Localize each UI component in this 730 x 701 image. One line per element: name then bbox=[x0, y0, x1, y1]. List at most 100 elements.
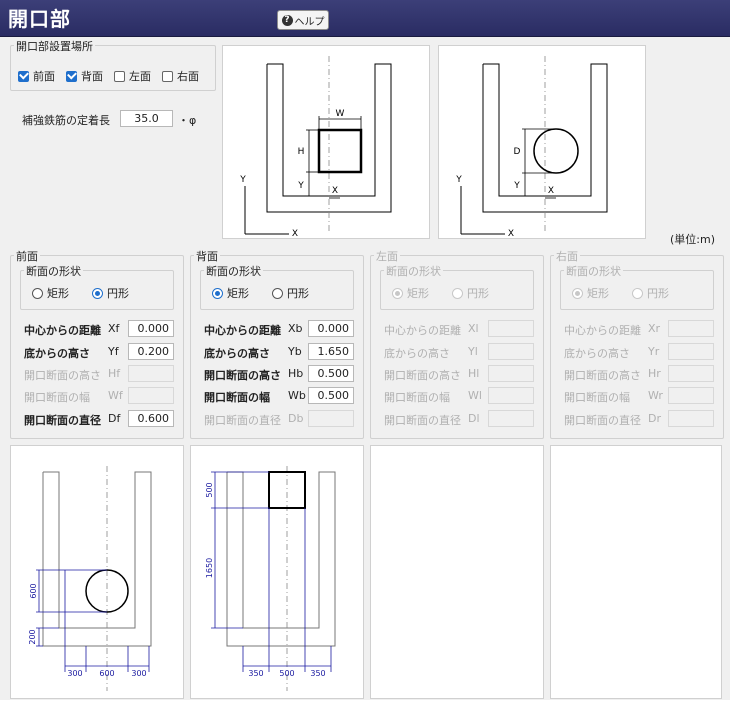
face-front-row-2-input bbox=[128, 365, 174, 382]
radio-label: 矩形 bbox=[407, 287, 429, 300]
radio-label: 矩形 bbox=[587, 287, 609, 300]
face-front-shape-group bbox=[20, 270, 174, 310]
dim-x1: 350 bbox=[248, 669, 263, 678]
face-back-row-1-input[interactable]: 1.650 bbox=[308, 343, 354, 360]
face-back-row-3-suffix: Wb bbox=[288, 389, 306, 402]
radio-icon bbox=[272, 287, 283, 299]
face-right-row-0-input bbox=[668, 320, 714, 337]
face-back-row-2-suffix: Hb bbox=[288, 367, 304, 380]
rect-opening-diagram: W H Y X Y X bbox=[239, 56, 392, 239]
dim-d: D bbox=[514, 147, 521, 157]
dim-y: 1650 bbox=[205, 558, 214, 578]
anchorage-label: 補強鉄筋の定着長 bbox=[22, 114, 110, 127]
face-left-group bbox=[370, 255, 544, 439]
face-left-row-1-suffix: Yl bbox=[468, 345, 478, 358]
face-back-row-1-suffix: Yb bbox=[288, 345, 302, 358]
check-icon bbox=[18, 70, 29, 82]
preview-left-panel bbox=[370, 445, 544, 699]
face-left-row-1-label: 底からの高さ bbox=[384, 347, 450, 360]
face-left-row-1-input bbox=[488, 343, 534, 360]
face-left-row-4-label: 開口断面の直径 bbox=[384, 414, 461, 427]
face-right-shape-title: 断面の形状 bbox=[564, 263, 623, 279]
radio-label: 矩形 bbox=[47, 287, 69, 300]
face-right-row-3-label: 開口断面の幅 bbox=[564, 391, 630, 404]
face-back-row-2-label: 開口断面の高さ bbox=[204, 369, 281, 382]
radio-icon bbox=[392, 287, 403, 299]
face-front-row-4-input[interactable]: 0.600 bbox=[128, 410, 174, 427]
face-front-row-4-suffix: Df bbox=[108, 412, 121, 425]
preview-back-diagram: 350 500 350 500 1650 bbox=[205, 466, 336, 691]
axis-y: Y bbox=[455, 175, 462, 185]
face-front-row-0-input[interactable]: 0.000 bbox=[128, 320, 174, 337]
face-back-row-2-input[interactable]: 0.500 bbox=[308, 365, 354, 382]
face-left-title: 左面 bbox=[374, 248, 400, 264]
checkbox-right[interactable]: 右面 bbox=[162, 68, 199, 84]
face-left-row-3-label: 開口断面の幅 bbox=[384, 391, 450, 404]
dim-y: Y bbox=[513, 181, 520, 191]
checkbox-right-label: 右面 bbox=[177, 70, 199, 83]
question-icon: ? bbox=[281, 14, 293, 26]
dim-w: W bbox=[336, 109, 345, 119]
face-back-radio-circle[interactable]: 円形 bbox=[272, 285, 309, 301]
radio-label: 円形 bbox=[467, 287, 489, 300]
face-right-title: 右面 bbox=[554, 248, 580, 264]
face-left-row-2-input bbox=[488, 365, 534, 382]
face-back-radio-rect[interactable]: 矩形 bbox=[212, 285, 249, 301]
face-left-row-0-suffix: Xl bbox=[468, 322, 479, 335]
radio-icon bbox=[32, 287, 43, 299]
face-front-row-2-suffix: Hf bbox=[108, 367, 121, 380]
dialog-body: 開口部設置場所 前面 背面 左面 右面 補強鉄筋の定着長 35.0 ・φ W bbox=[0, 37, 730, 700]
checkbox-front[interactable]: 前面 bbox=[18, 68, 55, 84]
face-back-row-4-input bbox=[308, 410, 354, 427]
face-front-row-1-suffix: Yf bbox=[108, 345, 119, 358]
face-back-row-4-label: 開口断面の直径 bbox=[204, 414, 281, 427]
radio-icon bbox=[452, 287, 463, 299]
face-right-row-4-suffix: Dr bbox=[648, 412, 661, 425]
face-right-row-3-input bbox=[668, 387, 714, 404]
axis-y: Y bbox=[239, 175, 246, 185]
checkbox-empty-icon bbox=[162, 70, 173, 82]
face-front-row-3-label: 開口断面の幅 bbox=[24, 391, 90, 404]
face-front-title: 前面 bbox=[14, 248, 40, 264]
dim-h: 500 bbox=[205, 482, 214, 497]
face-front-row-3-input bbox=[128, 387, 174, 404]
anchorage-unit: ・φ bbox=[178, 114, 197, 127]
face-back-row-1-label: 底からの高さ bbox=[204, 347, 270, 360]
checkbox-back-label: 背面 bbox=[81, 70, 103, 83]
title-bar: 開口部 ? ヘルプ bbox=[0, 0, 730, 37]
face-front-radio-circle[interactable]: 円形 bbox=[92, 285, 129, 301]
help-button[interactable]: ? ヘルプ bbox=[277, 10, 329, 30]
checkbox-left[interactable]: 左面 bbox=[114, 68, 151, 84]
window-title: 開口部 bbox=[8, 7, 71, 31]
preview-back-panel: 350 500 350 500 1650 bbox=[190, 445, 364, 699]
face-right-row-2-suffix: Hr bbox=[648, 367, 661, 380]
axis-x: X bbox=[292, 229, 298, 238]
face-right-row-1-input bbox=[668, 343, 714, 360]
face-left-row-4-input bbox=[488, 410, 534, 427]
radio-label: 円形 bbox=[107, 287, 129, 300]
radio-icon bbox=[92, 287, 103, 299]
face-front-radio-rect[interactable]: 矩形 bbox=[32, 285, 69, 301]
preview-front-diagram: 300 600 300 600 200 bbox=[28, 466, 152, 691]
preview-front-panel: 300 600 300 600 200 bbox=[10, 445, 184, 699]
face-back-shape-title: 断面の形状 bbox=[204, 263, 263, 279]
face-left-shape-title: 断面の形状 bbox=[384, 263, 443, 279]
face-back-row-0-suffix: Xb bbox=[288, 322, 303, 335]
face-back-row-3-input[interactable]: 0.500 bbox=[308, 387, 354, 404]
unit-note: (単位:m) bbox=[670, 233, 716, 246]
dim-x2: 600 bbox=[99, 669, 114, 678]
face-front-row-1-input[interactable]: 0.200 bbox=[128, 343, 174, 360]
dim-x: X bbox=[548, 186, 554, 196]
face-front-row-4-label: 開口断面の直径 bbox=[24, 414, 101, 427]
checkbox-back[interactable]: 背面 bbox=[66, 68, 103, 84]
radio-label: 矩形 bbox=[227, 287, 249, 300]
anchorage-input[interactable]: 35.0 bbox=[120, 110, 173, 127]
check-icon bbox=[66, 70, 77, 82]
face-right-shape-group bbox=[560, 270, 714, 310]
dim-x1: 300 bbox=[67, 669, 82, 678]
face-right-radio-rect: 矩形 bbox=[572, 285, 609, 301]
face-back-row-0-input[interactable]: 0.000 bbox=[308, 320, 354, 337]
dim-x3: 350 bbox=[310, 669, 325, 678]
face-right-row-0-label: 中心からの距離 bbox=[564, 324, 641, 337]
face-front-group bbox=[10, 255, 184, 439]
